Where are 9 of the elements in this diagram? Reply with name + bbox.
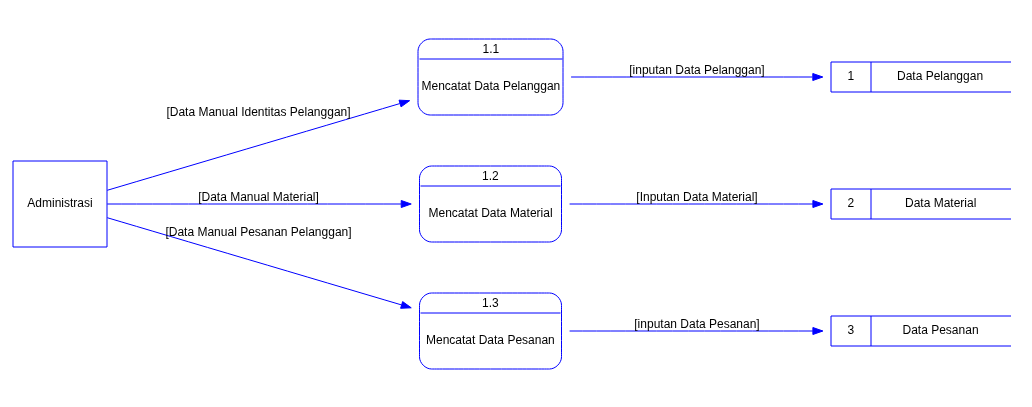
node-text: 2 Data Material xyxy=(847,195,977,210)
edge-label: [Data Manual Identitas Pelanggan] xyxy=(166,104,351,119)
node-text: 1 Data Pelanggan xyxy=(847,68,984,83)
edge-label: [Data Manual Pesanan Pelanggan] xyxy=(165,224,352,239)
node-text: 3 Data Pesanan xyxy=(847,322,979,337)
edge-label: [Inputan Data Material] xyxy=(636,189,758,204)
edge-label: [inputan Data Pesanan] xyxy=(634,316,760,331)
edge-label: [Data Manual Material] xyxy=(198,189,319,204)
edge-label: [inputan Data Pelanggan] xyxy=(629,62,765,77)
